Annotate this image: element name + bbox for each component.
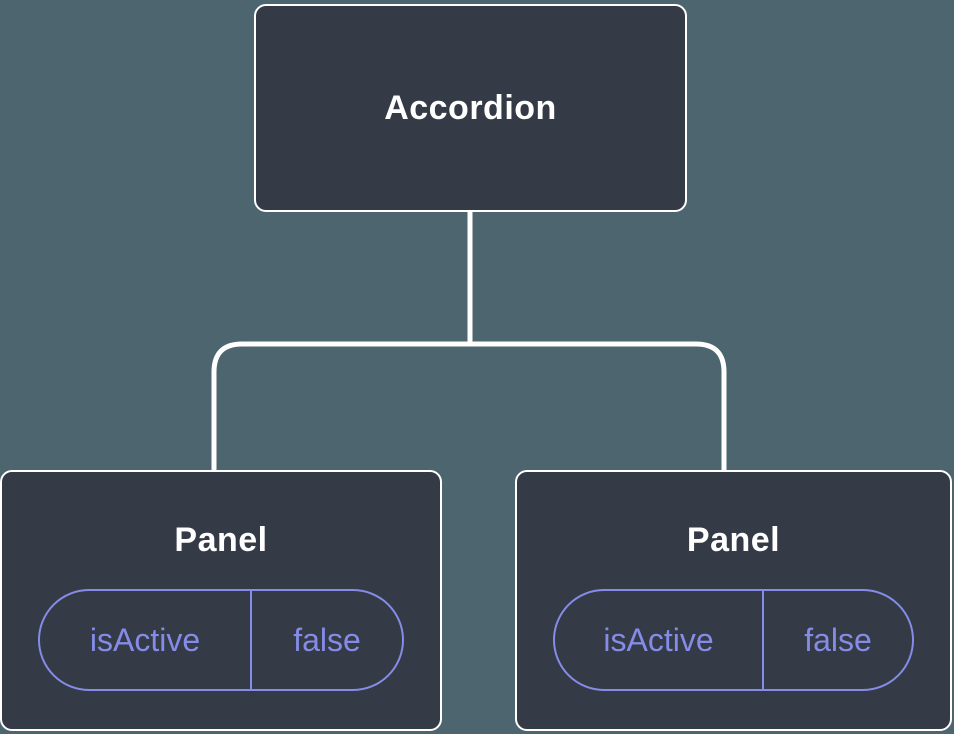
tree-node-panel-right: Panel isActive false xyxy=(515,470,952,731)
state-value: false xyxy=(804,621,872,658)
tree-node-panel-left: Panel isActive false xyxy=(0,470,442,731)
state-pill: isActive false xyxy=(38,589,404,691)
tree-node-accordion: Accordion xyxy=(254,4,687,212)
state-value: false xyxy=(293,621,361,658)
node-label: Panel xyxy=(174,521,268,559)
connector-bracket xyxy=(211,341,727,474)
node-label: Panel xyxy=(686,521,781,559)
state-pill: isActive false xyxy=(553,589,914,691)
state-key: isActive xyxy=(555,591,765,689)
state-key: isActive xyxy=(40,591,252,689)
node-label: Accordion xyxy=(384,88,557,127)
